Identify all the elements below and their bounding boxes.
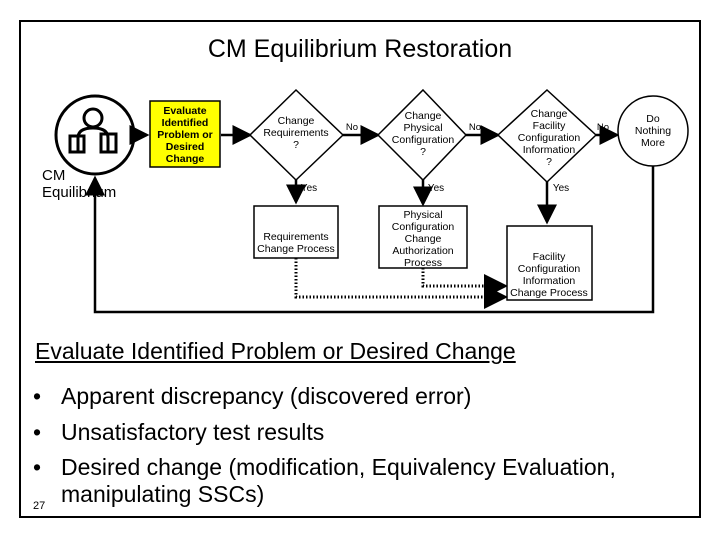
facility-config-info-process-box [506,225,593,301]
yes-label-requirements: Yes [301,183,317,194]
bullet-list: Apparent discrepancy (discovered error) … [33,378,703,508]
label-line: Requirements [263,127,328,139]
bullet-item: Apparent discrepancy (discovered error) [33,378,703,414]
label-line: ? [293,139,299,151]
label-line: Information [523,144,576,156]
label-line: More [641,137,665,149]
label-line: Configuration [518,132,581,144]
label-line: Facility [533,120,566,132]
label-line: Change Process [510,287,588,299]
label-line: ? [420,146,426,158]
no-label-facility: No [597,122,609,133]
evaluate-box [149,100,221,168]
slide-title: CM Equilibrium Restoration [207,35,513,63]
cm-equilibrium-node [54,94,136,176]
no-label-requirements: No [346,122,358,133]
yes-label-physical: Yes [428,183,444,194]
do-nothing-more-node [617,95,689,167]
label-line: Do [646,113,660,125]
label-line: Configuration [518,263,581,275]
label-line: Problem or [157,129,212,141]
label-line: Information [523,275,576,287]
label-line: Facility [533,251,566,263]
label-line: Desired [166,141,205,153]
person-with-book-icon [68,107,118,154]
label-line: Configuration [392,221,455,233]
cm-label: CM [42,167,65,184]
decision-change-requirements [248,88,345,182]
label-line: Identified [162,117,209,129]
label-line: Evaluate [163,105,206,117]
label-line: Change [405,233,442,245]
section-heading: Evaluate Identified Problem or Desired C… [35,338,516,364]
label-line: Change [166,153,205,165]
label-line: Change [278,115,315,127]
label-line: Requirements [263,231,328,243]
bullet-item: Desired change (modification, Equivalenc… [33,450,703,508]
label-line: Authorization [392,245,453,257]
decision-change-facility [496,88,598,184]
label-line: Physical [403,122,442,134]
label-line: Nothing [635,125,671,137]
return-to-equilibrium-line [85,158,655,314]
decision-change-physical [376,88,468,182]
label-line: Process [404,257,442,269]
label-line: Physical [403,209,442,221]
label-line: Change [405,110,442,122]
no-label-physical: No [469,122,481,133]
bullet-item: Unsatisfactory test results [33,414,703,450]
process-link-lines [294,258,508,309]
label-line: Configuration [392,134,455,146]
equilibrium-label: Equilibrium [42,184,116,201]
label-line: Change [531,108,568,120]
yes-label-facility: Yes [553,183,569,194]
slide-frame [19,20,701,518]
label-line: ? [546,156,552,168]
slide-number: 27 [33,500,46,512]
physical-config-change-process-box [378,205,468,269]
label-line: Change Process [257,243,335,255]
requirements-change-process-box [253,205,339,259]
